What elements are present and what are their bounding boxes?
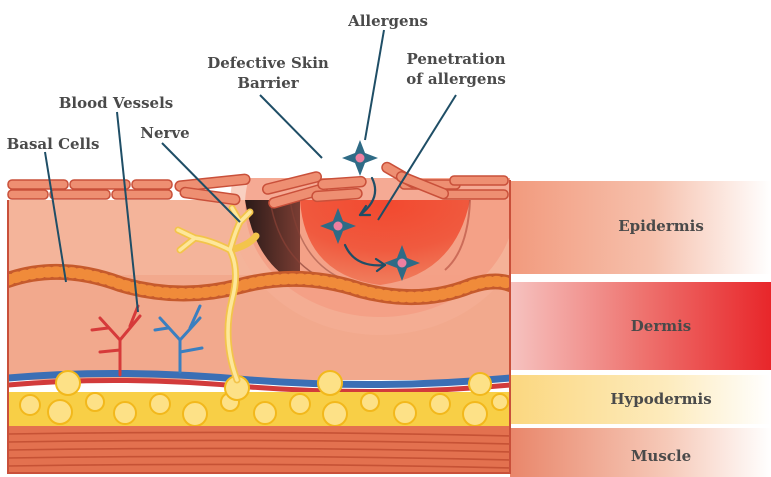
allergen-particle-top — [342, 140, 378, 176]
defective-skin-barrier-label: Defective Skin — [207, 54, 329, 72]
penetration-label-line2: of allergens — [406, 70, 506, 88]
muscle-label: Muscle — [631, 447, 691, 465]
blood-vessels-label: Blood Vessels — [59, 94, 173, 112]
allergens-label: Allergens — [347, 12, 428, 30]
callout-labels: Allergens Defective Skin Barrier Penetra… — [7, 12, 506, 153]
dermis-label: Dermis — [631, 317, 691, 335]
penetration-label: Penetration — [407, 50, 506, 68]
defective-skin-barrier-label-line2: Barrier — [237, 74, 299, 92]
nerve-label: Nerve — [140, 124, 189, 142]
layer-bands: Epidermis Dermis Hypodermis Muscle — [510, 181, 771, 477]
basal-cells-label: Basal Cells — [7, 135, 100, 153]
hypodermis-label: Hypodermis — [610, 390, 711, 408]
epidermis-label: Epidermis — [618, 217, 704, 235]
